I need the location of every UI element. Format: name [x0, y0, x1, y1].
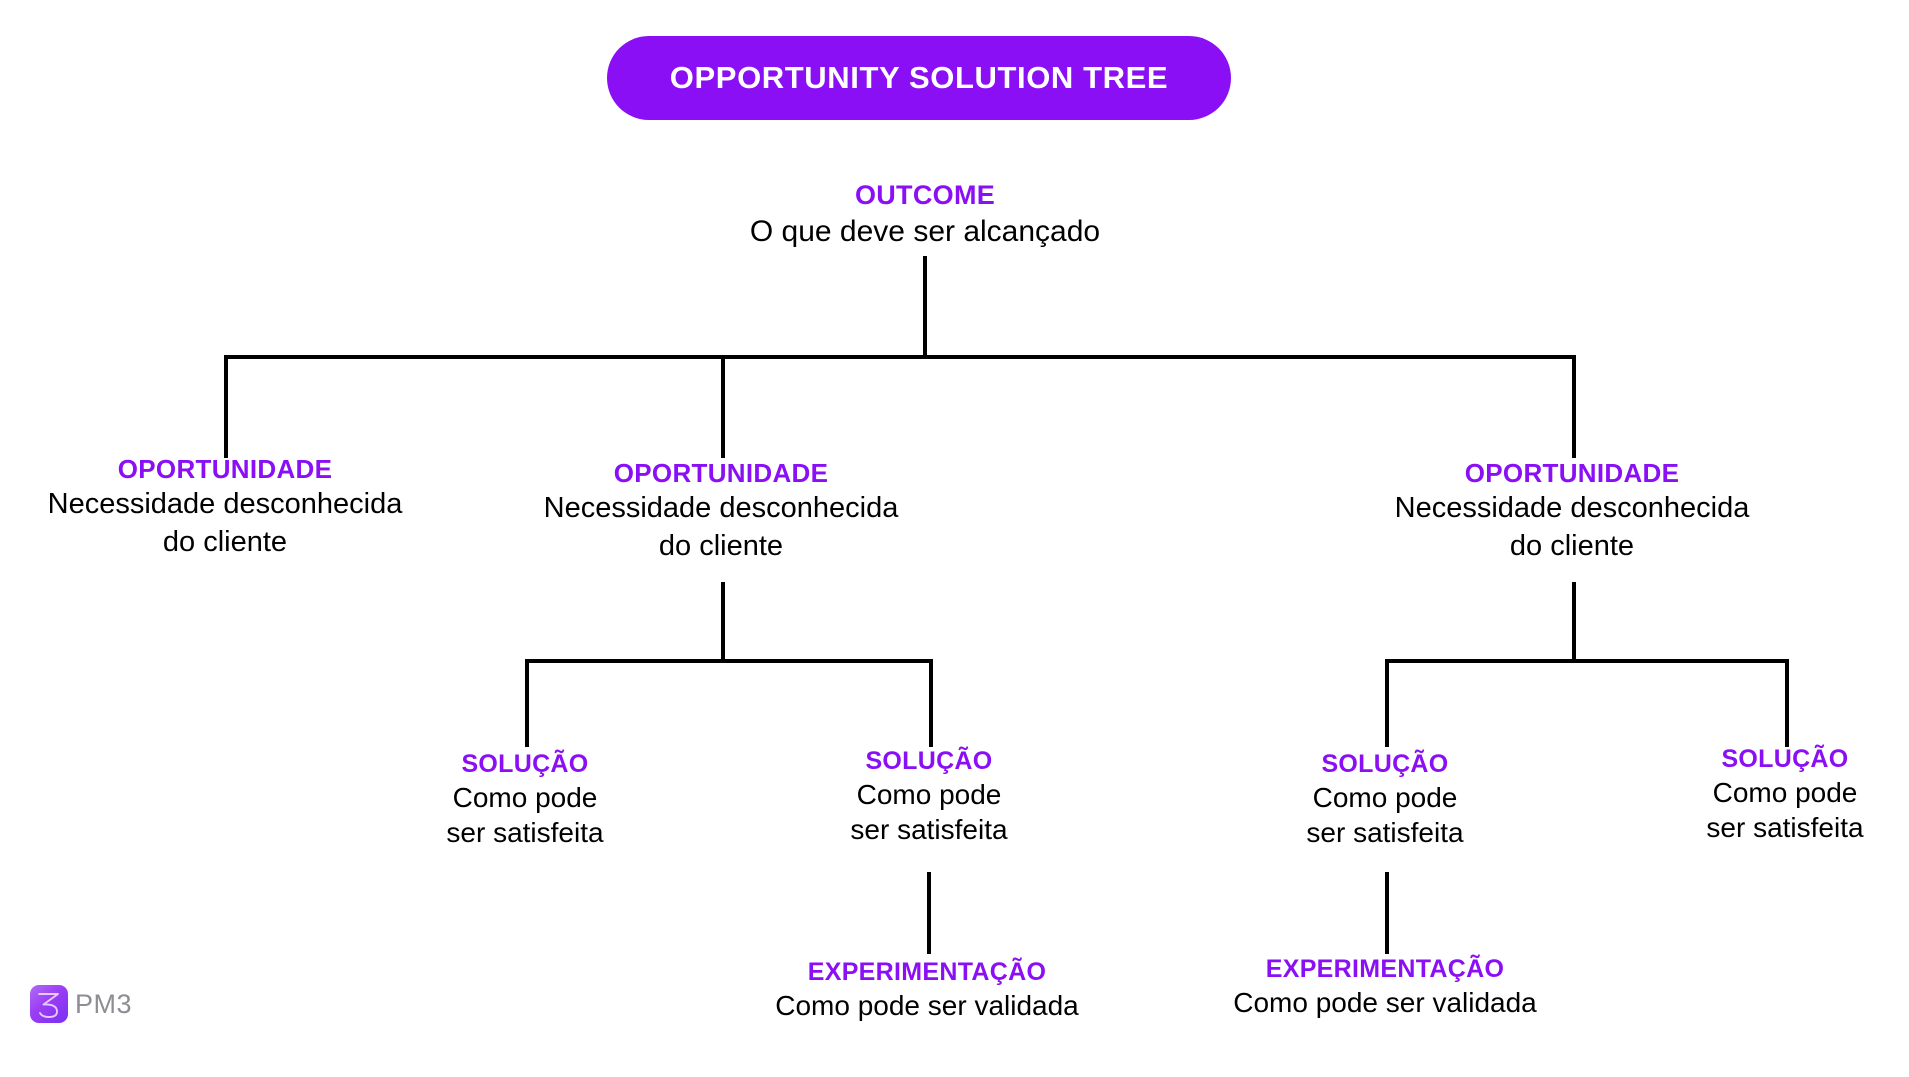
diagram-title-pill: OPPORTUNITY SOLUTION TREE: [607, 36, 1231, 120]
node-solution-2-description-line2: ser satisfeita: [850, 814, 1008, 846]
node-opportunity-3-description-line2: do cliente: [1509, 529, 1635, 562]
node-solution-4: SOLUÇÃO Como pode ser satisfeita: [1615, 745, 1909, 845]
node-experiment-2: EXPERIMENTAÇÃO Como pode ser validada: [1180, 955, 1590, 1019]
connector-experiment-2-stem: [1385, 872, 1389, 954]
connector-solution-3-drop: [1385, 659, 1389, 747]
node-outcome: OUTCOME O que deve ser alcançado: [605, 180, 1245, 250]
connector-solution-bus-left: [525, 659, 933, 663]
node-opportunity-2: OPORTUNIDADE Necessidade desconhecida do…: [496, 458, 946, 563]
node-solution-3-description-line1: Como pode: [1312, 782, 1458, 813]
node-experiment-2-label: EXPERIMENTAÇÃO: [1265, 955, 1505, 983]
connector-opportunity-1-drop: [224, 355, 228, 458]
connector-opportunity-2-stem: [721, 582, 725, 661]
connector-solution-bus-right: [1385, 659, 1789, 663]
node-outcome-label: OUTCOME: [854, 180, 996, 210]
node-opportunity-3-label: OPORTUNIDADE: [1464, 458, 1680, 488]
node-solution-1-description-line1: Como pode: [452, 782, 598, 813]
node-outcome-description: O que deve ser alcançado: [749, 215, 1101, 249]
connector-opportunity-3-drop: [1572, 355, 1576, 458]
node-opportunity-3-description-line1: Necessidade desconhecida: [1394, 492, 1750, 525]
node-solution-1-description-line2: ser satisfeita: [446, 817, 604, 849]
node-solution-2-label: SOLUÇÃO: [865, 747, 993, 775]
node-experiment-1-label: EXPERIMENTAÇÃO: [807, 958, 1047, 986]
connector-solution-1-drop: [525, 659, 529, 747]
node-opportunity-2-description-line2: do cliente: [658, 529, 784, 562]
node-solution-1: SOLUÇÃO Como pode ser satisfeita: [355, 750, 695, 850]
node-solution-3-label: SOLUÇÃO: [1321, 750, 1449, 778]
connector-solution-2-drop: [929, 659, 933, 747]
node-solution-3-description-line2: ser satisfeita: [1306, 817, 1464, 849]
pm3-logo-mark-icon: [30, 985, 68, 1023]
node-opportunity-1: OPORTUNIDADE Necessidade desconhecida do…: [0, 454, 450, 559]
connector-opportunity-2-drop: [721, 355, 725, 458]
connector-outcome-stem: [923, 256, 927, 357]
node-opportunity-1-description-line2: do cliente: [162, 525, 288, 558]
node-opportunity-2-description-line1: Necessidade desconhecida: [543, 492, 899, 525]
connector-solution-4-drop: [1785, 659, 1789, 747]
node-opportunity-2-label: OPORTUNIDADE: [613, 458, 829, 488]
node-solution-4-description-line2: ser satisfeita: [1706, 812, 1864, 844]
node-experiment-1: EXPERIMENTAÇÃO Como pode ser validada: [712, 958, 1142, 1022]
connector-opportunity-3-stem: [1572, 582, 1576, 661]
node-solution-2-description-line1: Como pode: [856, 779, 1002, 810]
node-opportunity-3: OPORTUNIDADE Necessidade desconhecida do…: [1347, 458, 1797, 563]
node-experiment-2-description: Como pode ser validada: [1233, 987, 1537, 1018]
node-solution-2: SOLUÇÃO Como pode ser satisfeita: [759, 747, 1099, 847]
node-experiment-1-description: Como pode ser validada: [775, 990, 1079, 1021]
connector-opportunity-bus: [224, 355, 1576, 359]
node-solution-3: SOLUÇÃO Como pode ser satisfeita: [1215, 750, 1555, 850]
node-solution-4-label: SOLUÇÃO: [1721, 745, 1849, 773]
node-opportunity-1-description-line1: Necessidade desconhecida: [47, 488, 403, 521]
node-solution-4-description-line1: Como pode: [1712, 777, 1858, 808]
connector-experiment-1-stem: [927, 872, 931, 954]
node-solution-1-label: SOLUÇÃO: [461, 750, 589, 778]
pm3-logo-wordmark: PM3: [75, 988, 133, 1019]
diagram-title-text: OPPORTUNITY SOLUTION TREE: [669, 60, 1169, 95]
pm3-logo: PM3: [30, 985, 132, 1023]
node-opportunity-1-label: OPORTUNIDADE: [117, 454, 333, 484]
